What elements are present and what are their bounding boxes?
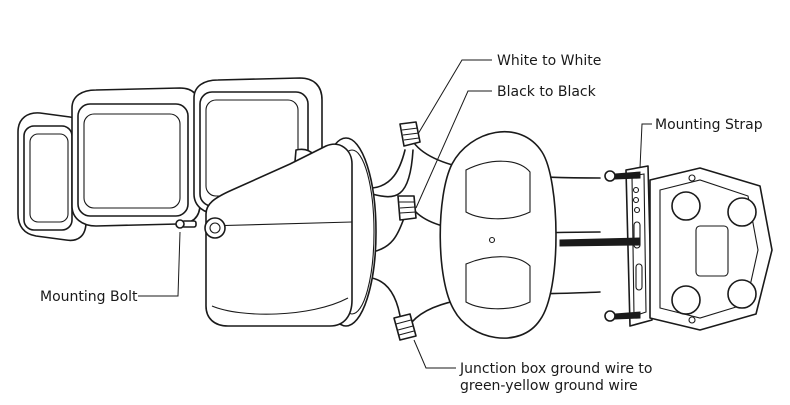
label-ground-line2: green-yellow ground wire: [460, 378, 638, 394]
label-black-to-black: Black to Black: [497, 84, 597, 100]
label-white-to-white: White to White: [497, 53, 601, 69]
label-ground-line1: Junction box ground wire to: [459, 361, 653, 377]
label-mounting-strap: Mounting Strap: [655, 117, 763, 133]
label-mounting-bolt: Mounting Bolt: [40, 289, 138, 305]
screw-icon: [604, 310, 641, 322]
wire-nut-icon: [397, 195, 417, 221]
junction-box-icon: [649, 167, 773, 331]
long-bolt-icon: [559, 237, 641, 247]
screw-icon: [604, 170, 641, 182]
light-head-icon: [17, 77, 323, 242]
wire-nut-icon: [393, 313, 417, 341]
leader-lines: [138, 59, 652, 369]
mounting-bolt-icon: [175, 219, 197, 229]
mounting-strap-icon: [625, 165, 653, 327]
wire-nut-icon: [399, 121, 421, 147]
fixture-housing: [204, 137, 377, 327]
canopy-plate-icon: [439, 130, 557, 339]
